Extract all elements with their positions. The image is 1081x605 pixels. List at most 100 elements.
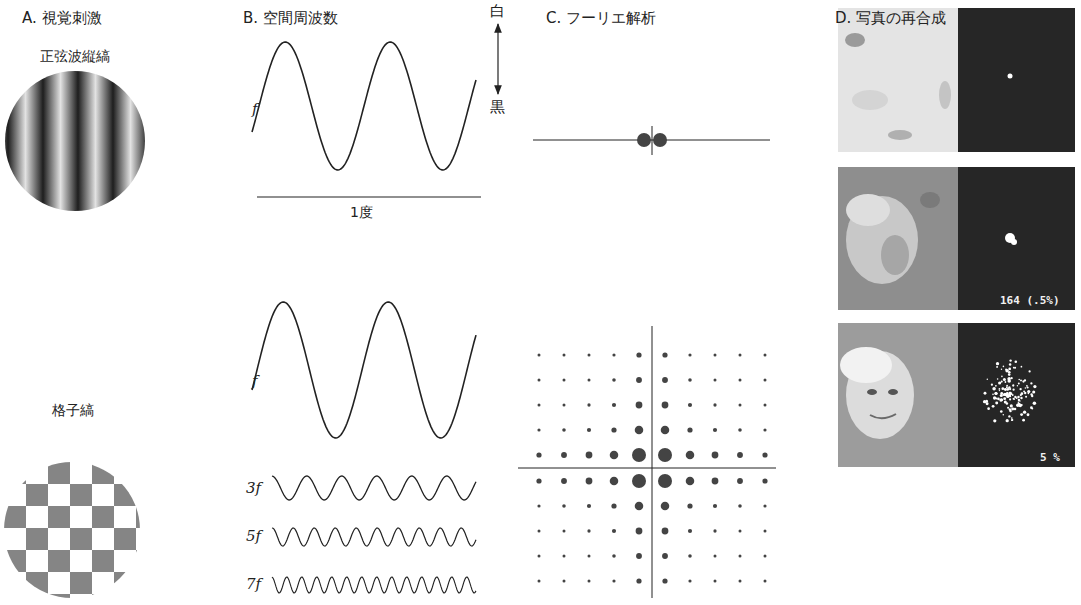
spectrum-dot (636, 553, 642, 559)
spectrum-dot (636, 402, 643, 409)
spectrum-speck (1028, 391, 1030, 393)
frequency-label: f (252, 100, 258, 118)
spectrum-speck (1005, 393, 1009, 397)
spectrum-dot (661, 502, 670, 511)
spectrum-dot (563, 580, 566, 583)
spectrum-speck (998, 381, 1001, 384)
stimulus-name: 正弦波縦縞 (40, 48, 110, 65)
spectrum-speck (1003, 378, 1006, 381)
spectrum-dot (536, 478, 541, 483)
spectrum-dot (686, 451, 695, 460)
spectrum-speck (996, 366, 998, 368)
spectrum-dot (538, 530, 541, 533)
spectrum-dot (611, 503, 616, 508)
spectrum-speck (1025, 396, 1027, 398)
spectrum-speck (1031, 408, 1033, 410)
spectrum-speck (1016, 404, 1019, 407)
spectrum-dot (764, 354, 767, 357)
spectrum-speck (1006, 402, 1009, 405)
spectrum-speck (1012, 389, 1014, 391)
spectrum-dot (612, 554, 616, 558)
spectrum-speck (995, 392, 998, 395)
spectrum-dot (562, 504, 566, 508)
spectrum-speck (996, 392, 998, 394)
spectrum-speck (1008, 379, 1009, 380)
spectrum-dot (661, 426, 670, 435)
spectrum-dot (636, 528, 643, 535)
spectrum-dot (662, 352, 667, 357)
spectrum-dot (538, 404, 541, 407)
spectrum-speck (1008, 373, 1011, 376)
spectrum-speck (1008, 415, 1010, 417)
spectrum-dot (739, 379, 742, 382)
spectrum-dot (612, 353, 615, 356)
spectrum-dot (764, 530, 767, 533)
spectrum-speck (1021, 366, 1023, 368)
spectrum-dot (632, 474, 646, 488)
spectrum-dot (653, 133, 667, 147)
spectrum-speck (1003, 366, 1005, 368)
spectrum-dot (563, 379, 566, 382)
spectrum-speck (1027, 413, 1030, 416)
frequency-label: 5f (246, 527, 261, 545)
spectrum-speck (983, 400, 986, 403)
spectrum-speck (1003, 397, 1006, 400)
spectrum-speck (1011, 417, 1013, 419)
spectrum-speck (1006, 386, 1008, 388)
sine-wave (252, 42, 476, 170)
frequency-label: f (252, 372, 258, 390)
spectrum-dot (537, 504, 540, 507)
spectrum-dot (764, 379, 767, 382)
spectrum-speck (1032, 390, 1035, 393)
spectrum-speck (1014, 399, 1015, 400)
spectrum-speck (1011, 419, 1013, 421)
spectrum-dot (563, 404, 566, 407)
spectrum-speck (1033, 401, 1037, 405)
spectrum-speck (1020, 404, 1022, 406)
spectrum-dot (688, 403, 692, 407)
spectrum-dot (538, 379, 541, 382)
spectrum-dot (587, 403, 590, 406)
spectrum-speck (1025, 387, 1026, 388)
spectrum-speck (995, 385, 997, 387)
spectrum-speck (1026, 385, 1028, 387)
spectrum-dot (662, 377, 668, 383)
spectrum-dot (662, 402, 669, 409)
spectrum-dot (612, 579, 615, 582)
spectrum-dot (563, 555, 566, 558)
spectrum-speck (1020, 397, 1022, 399)
spectrum-dot (588, 555, 591, 558)
spectrum-speck (1010, 404, 1013, 407)
spectrum-speck (1006, 419, 1009, 422)
spectrum-speck (1015, 361, 1018, 364)
spectrum-speck (1017, 385, 1018, 386)
spectrum-speck (1020, 379, 1022, 381)
spectrum-dot (739, 555, 742, 558)
spectrum-dot (587, 504, 591, 508)
spectrum-dot (688, 378, 692, 382)
spectrum-speck (1013, 398, 1015, 400)
spectrum-speck (986, 400, 988, 402)
spectrum-dot (562, 428, 566, 432)
spectrum-speck (1027, 390, 1030, 393)
spectrum-dot (714, 354, 717, 357)
spectrum-speck (1009, 395, 1011, 397)
axis-line (652, 126, 653, 155)
spectrum-speck (992, 393, 994, 395)
photo-panel (838, 167, 1075, 310)
spectrum-dot (714, 580, 717, 583)
spectrum-speck (1009, 363, 1012, 366)
spectrum-speck (995, 402, 998, 405)
spectrum-speck (1012, 384, 1014, 386)
spectrum-dot (662, 553, 668, 559)
sine-wave (272, 476, 476, 500)
spectrum-dot (662, 578, 667, 583)
spectrum-grid (536, 352, 767, 583)
checkerboard (4, 462, 140, 598)
spectrum-speck (999, 388, 1001, 390)
intensity-label: 黒 (490, 98, 505, 116)
sine-wave (252, 302, 476, 438)
spectrum-dot (612, 403, 616, 407)
spectrum-dot (588, 580, 591, 583)
